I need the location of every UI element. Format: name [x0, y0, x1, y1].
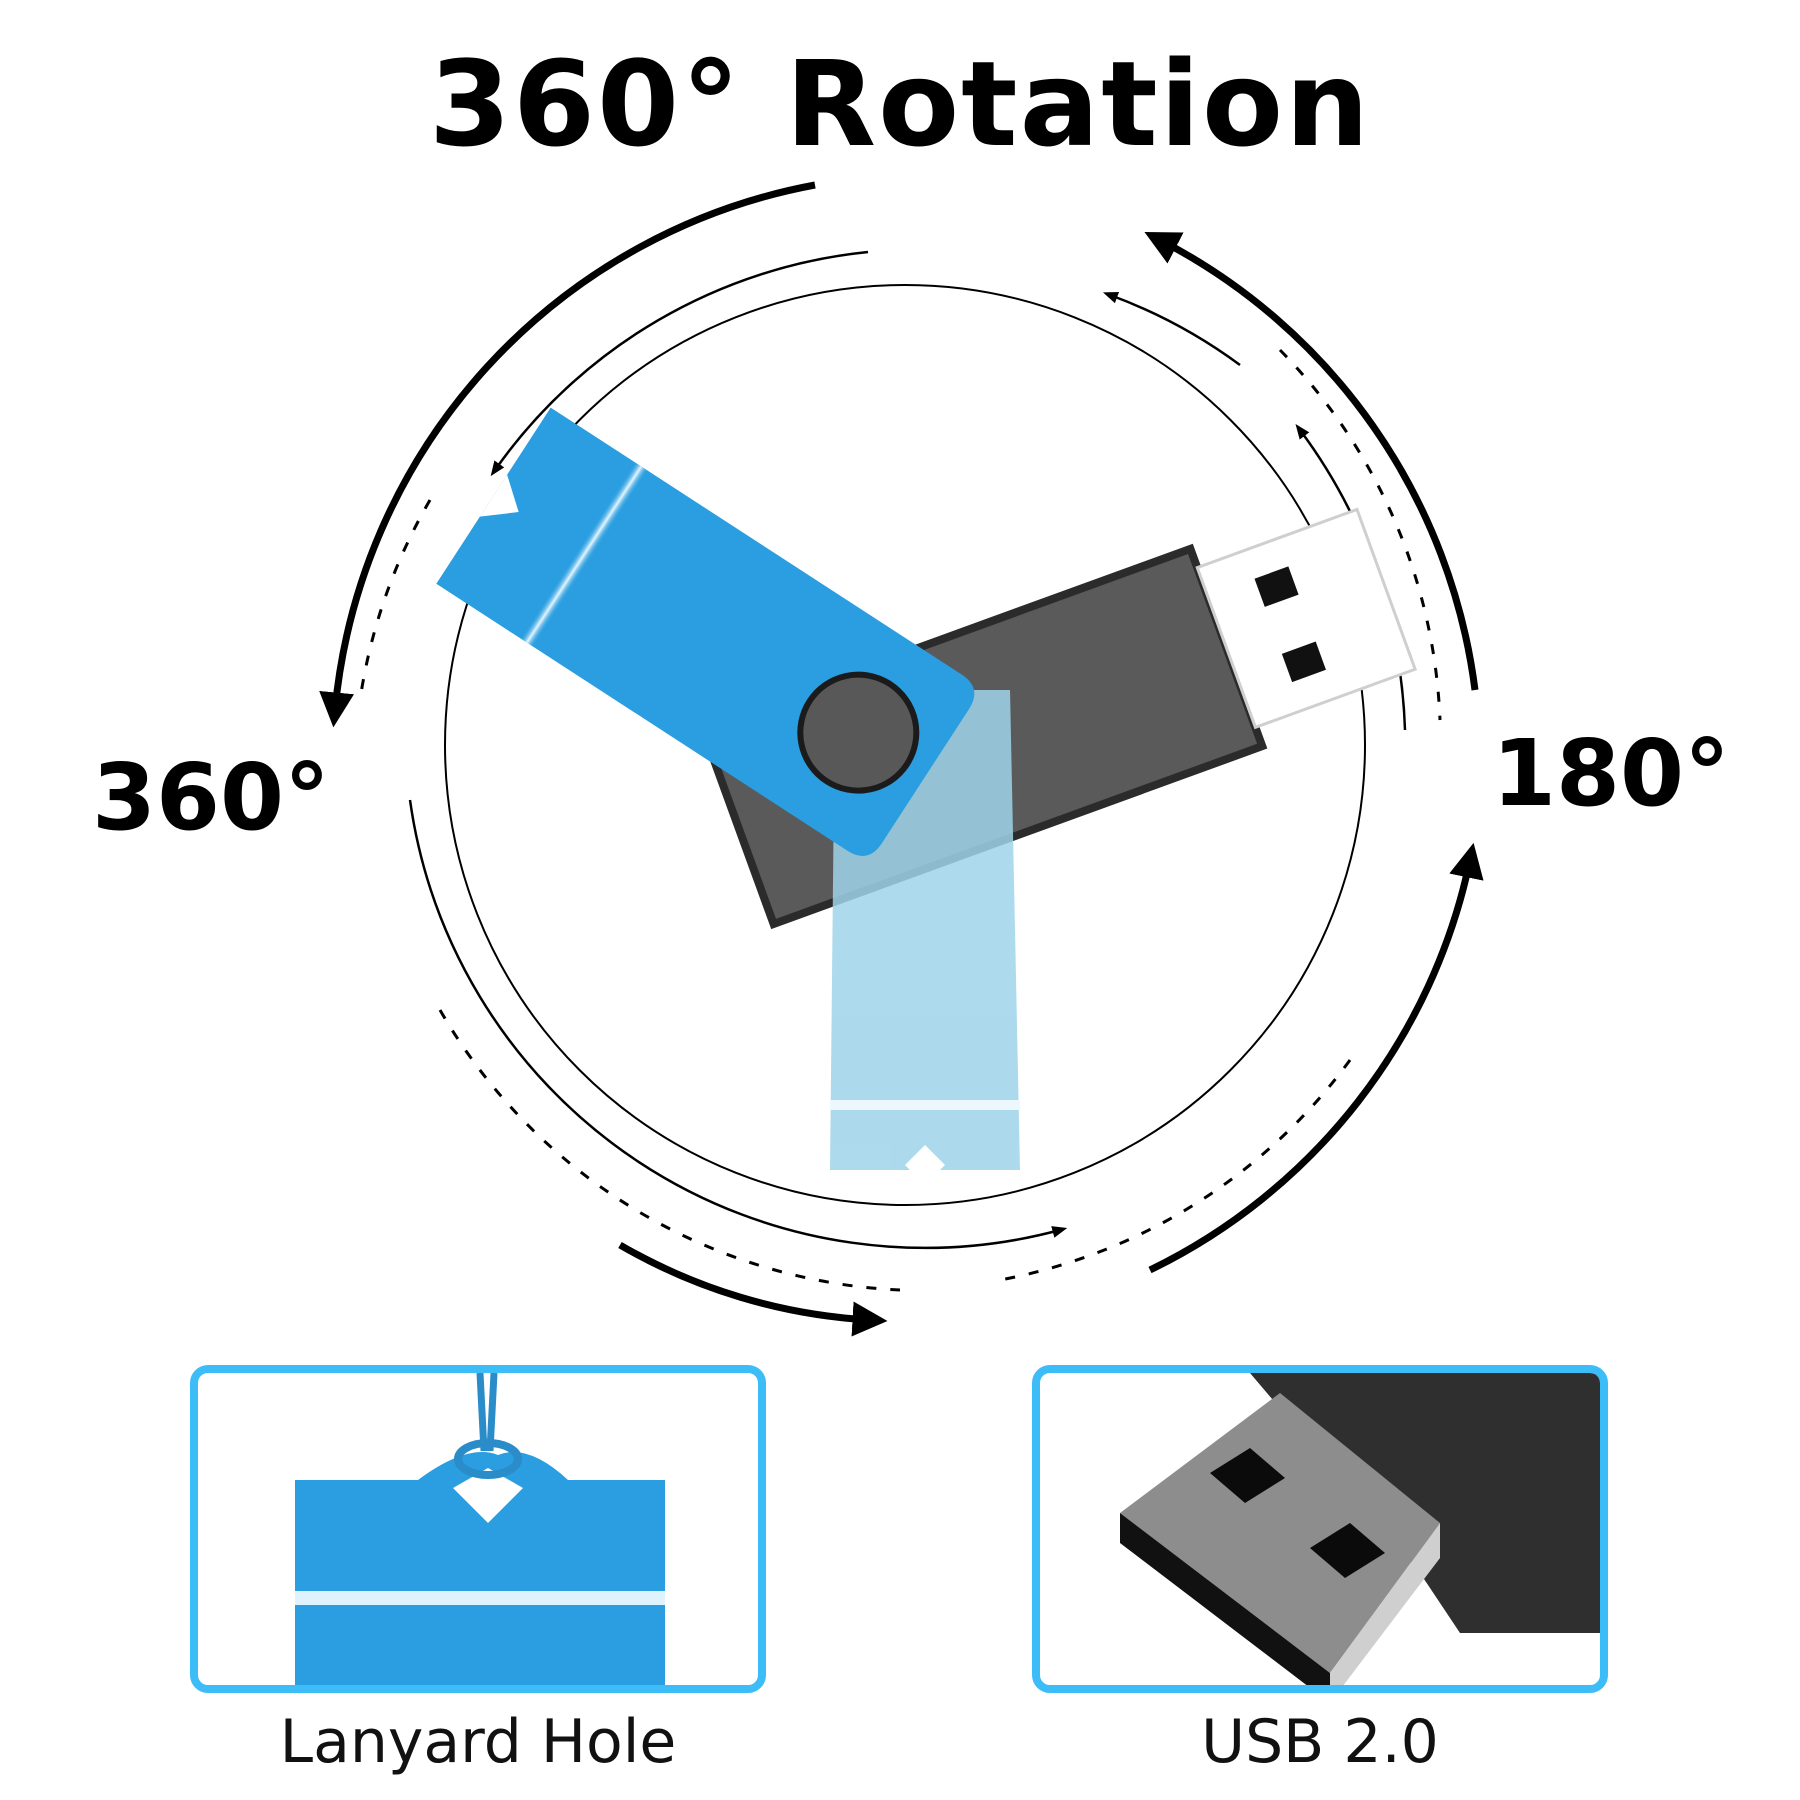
- left-arrows-icon: [319, 181, 869, 728]
- page-title: 360° Rotation: [428, 35, 1372, 173]
- lanyard-hole-icon: [295, 1373, 665, 1685]
- usb-connector-panel: [1032, 1365, 1608, 1693]
- bottom-arrows-icon: [408, 799, 1068, 1337]
- inner-circle: [444, 284, 1366, 1206]
- lanyard-hole-panel: [190, 1365, 766, 1693]
- right-bottom-arrow-icon: [999, 842, 1484, 1282]
- usb-version-caption: USB 2.0: [1201, 1707, 1439, 1777]
- usb-drive-icon: [436, 407, 1418, 1185]
- lanyard-hole-caption: Lanyard Hole: [279, 1707, 677, 1777]
- usb-connector-icon: [1120, 1373, 1600, 1685]
- angle-label-180: 180°: [1492, 720, 1731, 827]
- angle-label-360: 360°: [92, 744, 331, 851]
